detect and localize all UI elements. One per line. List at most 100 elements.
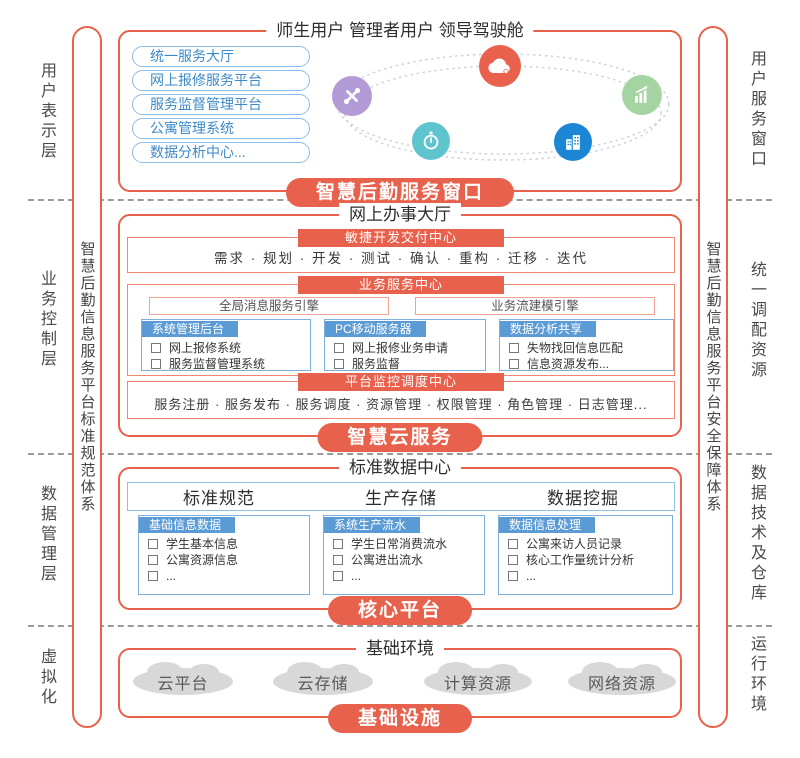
right-layer-label: 统一调配资源	[748, 261, 765, 381]
module-header: 基础信息数据	[139, 517, 236, 533]
module-system-admin: 系统管理后台 网上报修系统 服务监督管理系统	[141, 319, 311, 371]
list-item-label: 失物找回信息匹配	[527, 341, 624, 355]
right-layer-label: 用户服务窗口	[748, 50, 765, 170]
list-item-label: 学生基本信息	[166, 537, 239, 551]
right-layer-label: 运行环境	[748, 635, 765, 715]
cloud-label: 网络资源	[587, 675, 656, 693]
cloud-label: 云存储	[297, 675, 349, 693]
checkbox-icon	[508, 538, 518, 549]
checkbox-icon	[508, 570, 518, 581]
list-item-label: 服务监督管理系统	[169, 357, 266, 371]
checkbox-icon	[334, 342, 344, 353]
list-item: 公寓进出流水	[333, 553, 484, 567]
list-item-label: ...	[526, 568, 537, 583]
cloud-platform: 云平台	[133, 662, 233, 695]
checkbox-icon	[333, 538, 343, 549]
portal-item: 公寓管理系统	[132, 118, 310, 139]
module-header: 系统管理后台	[142, 321, 239, 337]
list-item-label: 公寓进出流水	[351, 553, 424, 567]
checkbox-icon	[509, 358, 519, 369]
layer4-title: 基础环境	[356, 637, 444, 661]
column-label: 数据挖掘	[547, 489, 619, 508]
checkbox-icon	[148, 538, 158, 549]
checkbox-icon	[334, 358, 344, 369]
list-item: 核心工作量统计分析	[508, 553, 672, 567]
list-item-label: 学生日常消费流水	[351, 537, 448, 551]
cloud-label: 云平台	[157, 675, 209, 693]
module-base-info-data: 基础信息数据 学生基本信息 公寓资源信息 ...	[138, 515, 310, 595]
layer1-banner: 智慧后勤服务窗口	[285, 178, 515, 207]
left-layer-label: 数据管理层	[38, 485, 55, 585]
business-service-header: 业务服务中心	[298, 276, 504, 294]
bar-chart-icon	[622, 75, 662, 115]
message-engine: 全局消息服务引擎	[149, 297, 389, 315]
layer3-title: 标准数据中心	[339, 456, 461, 480]
list-item: ...	[333, 568, 484, 583]
list-item-label: ...	[166, 568, 177, 583]
list-item: 公寓来访人员记录	[508, 537, 672, 551]
module-header: 系统生产流水	[324, 517, 421, 533]
list-item: 失物找回信息匹配	[509, 341, 673, 355]
module-production-flow: 系统生产流水 学生日常消费流水 公寓进出流水 ...	[323, 515, 485, 595]
left-layer-label: 用户表示层	[38, 62, 55, 162]
layer-divider	[28, 453, 772, 455]
module-data-share: 数据分析共享 失物找回信息匹配 信息资源发布...	[499, 319, 674, 371]
list-item: 信息资源发布...	[509, 357, 673, 371]
checkbox-icon	[148, 554, 158, 565]
left-layer-label: 虚拟化	[38, 648, 55, 708]
module-header: 数据信息处理	[499, 517, 596, 533]
layer1-title: 师生用户 管理者用户 领导驾驶舱	[266, 19, 534, 43]
cloud-label: 计算资源	[443, 675, 512, 693]
portal-item: 数据分析中心...	[132, 142, 310, 163]
checkbox-icon	[333, 554, 343, 565]
layer3-banner: 核心平台	[327, 596, 473, 625]
network-resource: 网络资源	[568, 662, 676, 695]
list-item: 学生基本信息	[148, 537, 309, 551]
column-label: 生产存储	[365, 489, 437, 508]
cloud-storage: 云存储	[273, 662, 373, 695]
agile-dev-items: 需求 · 规划 · 开发 · 测试 · 确认 · 重构 · 迁移 · 迭代	[214, 251, 588, 266]
stopwatch-icon	[412, 122, 450, 160]
list-item-label: 核心工作量统计分析	[526, 553, 635, 567]
list-item-label: 网上报修业务申请	[352, 341, 449, 355]
list-item: 公寓资源信息	[148, 553, 309, 567]
list-item: 学生日常消费流水	[333, 537, 484, 551]
left-system-pill: 智慧后勤信息服务平台标准规范体系	[72, 26, 102, 728]
list-item: 网上报修系统	[151, 341, 310, 355]
tools-icon	[332, 76, 372, 116]
checkbox-icon	[151, 358, 161, 369]
list-item: ...	[508, 568, 672, 583]
left-system-pill-label: 智慧后勤信息服务平台标准规范体系	[78, 241, 96, 513]
list-item: ...	[148, 568, 309, 583]
layer2-banner: 智慧云服务	[317, 423, 483, 452]
layer-divider	[28, 625, 772, 627]
list-item-label: 网上报修系统	[169, 341, 242, 355]
module-header: 数据分析共享	[500, 321, 597, 337]
module-pc-mobile: PC移动服务器 网上报修业务申请 服务监督	[324, 319, 486, 371]
list-item: 服务监督管理系统	[151, 357, 310, 371]
agile-dev-header: 敏捷开发交付中心	[298, 229, 504, 247]
checkbox-icon	[151, 342, 161, 353]
cloud-icon	[479, 45, 521, 87]
module-header: PC移动服务器	[325, 321, 426, 337]
list-item-label: 信息资源发布...	[527, 357, 610, 371]
building-icon	[554, 123, 592, 161]
platform-monitor-box: 平台监控调度中心 服务注册 · 服务发布 · 服务调度 · 资源管理 · 权限管…	[127, 373, 675, 419]
portal-list: 统一服务大厅 网上报修服务平台 服务监督管理平台 公寓管理系统 数据分析中心..…	[132, 46, 310, 163]
portal-item: 网上报修服务平台	[132, 70, 310, 91]
list-item: 网上报修业务申请	[334, 341, 485, 355]
right-layer-label: 数据技术及仓库	[748, 464, 765, 604]
list-item-label: ...	[351, 568, 362, 583]
list-item-label: 服务监督	[352, 357, 401, 371]
platform-monitor-items: 服务注册 · 服务发布 · 服务调度 · 资源管理 · 权限管理 · 角色管理 …	[154, 397, 648, 412]
column-label: 标准规范	[183, 489, 255, 508]
list-item-label: 公寓资源信息	[166, 553, 239, 567]
data-column-header: 标准规范 生产存储 数据挖掘	[127, 482, 675, 511]
portal-item: 服务监督管理平台	[132, 94, 310, 115]
right-system-pill: 智慧后勤信息服务平台安全保障体系	[698, 26, 728, 728]
layer2-title: 网上办事大厅	[339, 203, 461, 227]
checkbox-icon	[148, 570, 158, 581]
checkbox-icon	[333, 570, 343, 581]
business-service-box: 业务服务中心 全局消息服务引擎 业务流建模引擎 系统管理后台 网上报修系统 服务…	[127, 276, 675, 376]
